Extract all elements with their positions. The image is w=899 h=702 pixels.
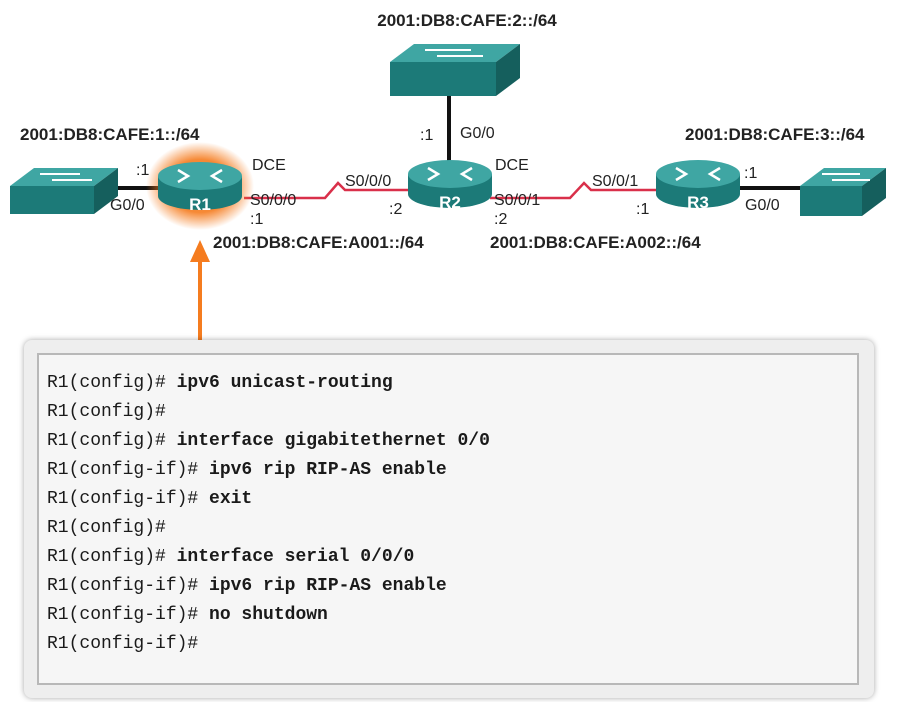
cli-line: R1(config)# interface gigabitethernet 0/… xyxy=(47,427,857,456)
cli-line: R1(config-if)# xyxy=(47,630,857,659)
cli-prompt: R1(config)# xyxy=(47,518,166,538)
r2-lan-host-label: :1 xyxy=(420,127,433,144)
highlight-arrow xyxy=(190,240,210,340)
router-r2: R2 xyxy=(408,160,492,212)
r2-s001-label: S0/0/1 xyxy=(494,192,540,209)
cli-command: interface gigabitethernet 0/0 xyxy=(176,431,490,451)
cli-prompt: R1(config-if)# xyxy=(47,605,210,625)
serial-link-r2-r3 xyxy=(490,181,656,200)
r3-s001-host-label: :1 xyxy=(636,201,649,218)
router-r3: R3 xyxy=(656,160,740,212)
r3-g0-label: G0/0 xyxy=(745,197,780,214)
cli-line: R1(config)# interface serial 0/0/0 xyxy=(47,543,857,572)
cli-line: R1(config-if)# ipv6 rip RIP-AS enable xyxy=(47,572,857,601)
cli-command: ipv6 rip RIP-AS enable xyxy=(209,460,447,480)
cli-prompt: R1(config-if)# xyxy=(47,634,199,654)
cli-panel: R1(config)# ipv6 unicast-routing R1(conf… xyxy=(24,340,874,698)
cli-prompt: R1(config)# xyxy=(47,431,177,451)
cli-command: ipv6 rip RIP-AS enable xyxy=(209,576,447,596)
network-label-r1-lan: 2001:DB8:CAFE:1::/64 xyxy=(20,125,200,144)
cli-line: R1(config-if)# no shutdown xyxy=(47,601,857,630)
r3-s001-label: S0/0/1 xyxy=(592,173,638,190)
cli-line: R1(config-if)# ipv6 rip RIP-AS enable xyxy=(47,456,857,485)
network-label-wan-a002: 2001:DB8:CAFE:A002::/64 xyxy=(490,233,701,252)
cli-prompt: R1(config-if)# xyxy=(47,576,210,596)
cli-line: R1(config-if)# exit xyxy=(47,485,857,514)
cli-line: R1(config)# ipv6 unicast-routing xyxy=(47,369,857,398)
r1-lan-host-label: :1 xyxy=(136,162,149,179)
cli-output: R1(config)# ipv6 unicast-routing R1(conf… xyxy=(37,353,859,685)
r1-s000-label: S0/0/0 xyxy=(250,192,296,209)
switch-r2-lan xyxy=(390,44,520,96)
cli-line: R1(config)# xyxy=(47,398,857,427)
switch-r3-lan xyxy=(800,168,886,216)
cli-prompt: R1(config-if)# xyxy=(47,460,210,480)
cli-command: ipv6 unicast-routing xyxy=(176,373,393,393)
r2-s000-label: S0/0/0 xyxy=(345,173,391,190)
r1-g0-label: G0/0 xyxy=(110,197,145,214)
router-r3-label: R3 xyxy=(687,193,709,212)
r2-g0-label: G0/0 xyxy=(460,125,495,142)
cli-line: R1(config)# xyxy=(47,514,857,543)
router-r2-label: R2 xyxy=(439,193,461,212)
r2-dce-label: DCE xyxy=(495,157,529,174)
r2-s000-host-label: :2 xyxy=(389,201,402,218)
serial-link-r1-r2 xyxy=(244,181,410,200)
cli-prompt: R1(config)# xyxy=(47,402,166,422)
r3-lan-host-label: :1 xyxy=(744,165,757,182)
r2-s001-host-label: :2 xyxy=(494,211,507,228)
cli-command: interface serial 0/0/0 xyxy=(176,547,415,567)
network-label-wan-a001: 2001:DB8:CAFE:A001::/64 xyxy=(213,233,424,252)
r1-dce-label: DCE xyxy=(252,157,286,174)
switch-r1-lan xyxy=(10,168,118,214)
cli-command: no shutdown xyxy=(209,605,328,625)
cli-command: exit xyxy=(209,489,253,509)
cli-prompt: R1(config)# xyxy=(47,373,177,393)
cli-prompt: R1(config)# xyxy=(47,547,177,567)
network-label-r3-lan: 2001:DB8:CAFE:3::/64 xyxy=(685,125,865,144)
router-r1-label: R1 xyxy=(189,195,211,214)
network-topology-diagram: R1 R2 R3 2001:DB8:CAFE:2::/64 2001:DB8:C… xyxy=(10,11,886,340)
cli-prompt: R1(config-if)# xyxy=(47,489,210,509)
router-r1: R1 xyxy=(146,142,254,230)
network-label-r2-lan: 2001:DB8:CAFE:2::/64 xyxy=(377,11,557,30)
r1-s000-host-label: :1 xyxy=(250,211,263,228)
